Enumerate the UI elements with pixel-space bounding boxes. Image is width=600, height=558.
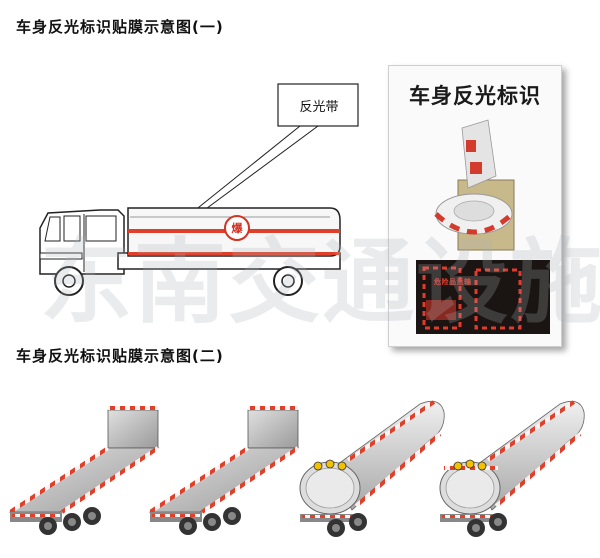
photo-panel-title: 车身反光标识 bbox=[409, 84, 541, 108]
tank-trailer-1 bbox=[299, 400, 445, 537]
diagram-title-one: 车身反光标识贴膜示意图(一) bbox=[16, 18, 224, 36]
callout-label: 反光带 bbox=[299, 100, 339, 115]
tanker-badge: 爆 bbox=[231, 222, 243, 235]
callout-box bbox=[277, 83, 359, 127]
night-sign-text: 危险品运输 bbox=[434, 278, 472, 286]
diagram-title-two: 车身反光标识贴膜示意图(二) bbox=[16, 347, 224, 365]
flatbed-trailer-1 bbox=[8, 406, 160, 535]
flatbed-trailer-2 bbox=[148, 406, 300, 535]
tank-trailer-2 bbox=[439, 400, 585, 537]
